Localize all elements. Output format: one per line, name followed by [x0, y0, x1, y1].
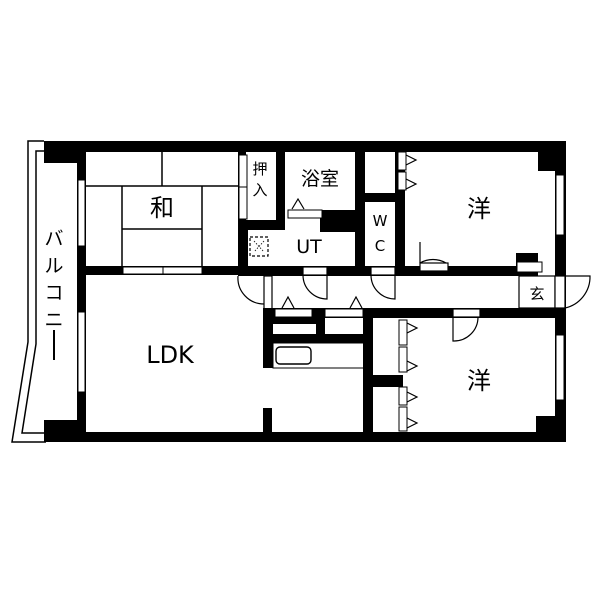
washitsu-room: [86, 152, 238, 266]
bathroom-walls: [287, 152, 365, 272]
utility-label: UT: [296, 236, 322, 258]
entrance-area: [518, 275, 591, 309]
closet-1: [397, 151, 418, 191]
kitchen-partition: [263, 318, 373, 442]
right-windows: [555, 174, 565, 401]
balcony-char-1: バ: [44, 228, 63, 250]
wc-walls: [365, 152, 405, 272]
balcony-char-4: ニ: [44, 309, 63, 331]
oshiire: [238, 152, 285, 275]
ldk-label: LDK: [146, 341, 195, 369]
ldk-door: [237, 275, 273, 311]
closet-2: [373, 319, 419, 432]
left-windows: [77, 179, 86, 393]
corridor-bottom-wall: [263, 295, 566, 368]
western-room-2-door: [452, 308, 481, 342]
bathroom-label: 浴室: [301, 168, 339, 190]
corridor-doors-top: [302, 242, 449, 300]
western-room-2-label: 洋: [467, 367, 491, 395]
washitsu-bottom-wall: [86, 266, 246, 275]
balcony-label: バ ル コ ニ: [44, 228, 64, 360]
room-labels: 和 押 入 浴室 UT W C 洋 洋 LDK 玄 バ ル コ ニ: [44, 160, 544, 395]
wc-label-2: C: [375, 237, 385, 255]
balcony-char-5-bar: [53, 330, 55, 360]
utility-area: [238, 230, 269, 275]
oshiire-label-1: 押: [252, 160, 267, 178]
wc-label-1: W: [373, 212, 388, 230]
balcony: [11, 140, 46, 443]
washitsu-label: 和: [150, 194, 174, 222]
balcony-char-3: コ: [44, 282, 63, 304]
kitchen-sink: [272, 342, 372, 369]
entrance-label: 玄: [529, 285, 544, 303]
oshiire-label-2: 入: [252, 181, 267, 199]
western-room-1-label: 洋: [467, 195, 491, 223]
balcony-char-2: ル: [44, 255, 63, 277]
